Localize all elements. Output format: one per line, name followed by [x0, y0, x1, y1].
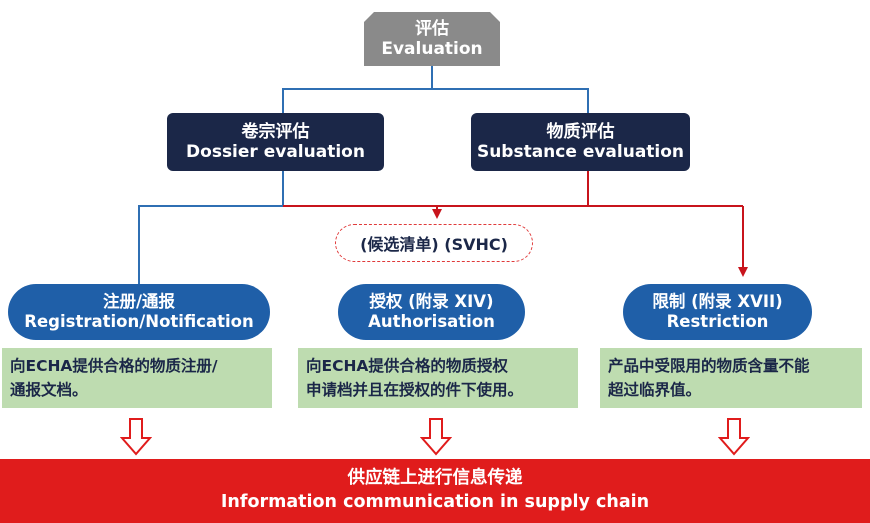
supply-chain-zh: 供应链上进行信息传递: [347, 468, 523, 489]
restriction-box: 限制 (附录 XVII) Restriction: [623, 284, 812, 340]
registration-box: 注册/通报 Registration/Notification: [8, 284, 270, 340]
authorisation-description: 向ECHA提供合格的物质授权 申请档并且在授权的件下使用。: [298, 348, 578, 408]
registration-zh: 注册/通报: [102, 292, 176, 312]
down-arrow-icon: [120, 418, 152, 456]
restriction-desc-line1: 产品中受限用的物质含量不能: [608, 357, 810, 375]
restriction-description: 产品中受限用的物质含量不能 超过临界值。: [600, 348, 862, 408]
supply-chain-communication-banner: 供应链上进行信息传递 Information communication in …: [0, 459, 870, 523]
authorisation-en: Authorisation: [368, 312, 495, 331]
restriction-en: Restriction: [666, 312, 769, 331]
authorisation-zh: 授权 (附录 XIV): [369, 292, 494, 312]
dossier-zh: 卷宗评估: [241, 121, 310, 142]
registration-description: 向ECHA提供合格的物质注册/ 通报文档。: [2, 348, 272, 408]
restriction-desc-line2: 超过临界值。: [608, 381, 702, 400]
down-arrow-icon: [718, 418, 750, 456]
authorisation-desc-line1: 向ECHA提供合格的物质授权: [306, 357, 508, 375]
dossier-en: Dossier evaluation: [186, 142, 365, 162]
svhc-candidate-list-label: (候选清单) (SVHC): [335, 224, 533, 262]
registration-desc-line1: 向ECHA提供合格的物质注册/: [10, 357, 218, 375]
dossier-evaluation-box: 卷宗评估 Dossier evaluation: [167, 113, 384, 171]
substance-zh: 物质评估: [546, 121, 615, 142]
down-arrow-icon: [420, 418, 452, 456]
supply-chain-en: Information communication in supply chai…: [220, 492, 650, 512]
authorisation-box: 授权 (附录 XIV) Authorisation: [338, 284, 525, 340]
connector-evaluation-to-children: [282, 88, 589, 113]
registration-desc-line2: 通报文档。: [10, 381, 88, 400]
substance-en: Substance evaluation: [476, 142, 685, 162]
evaluation-zh: 评估: [415, 18, 449, 39]
registration-en: Registration/Notification: [24, 312, 254, 331]
substance-evaluation-box: 物质评估 Substance evaluation: [471, 113, 690, 171]
evaluation-en: Evaluation: [381, 39, 483, 59]
authorisation-desc-line2: 申请档并且在授权的件下使用。: [306, 381, 524, 400]
restriction-zh: 限制 (附录 XVII): [652, 292, 783, 312]
evaluation-box: 评估 Evaluation: [364, 12, 500, 66]
